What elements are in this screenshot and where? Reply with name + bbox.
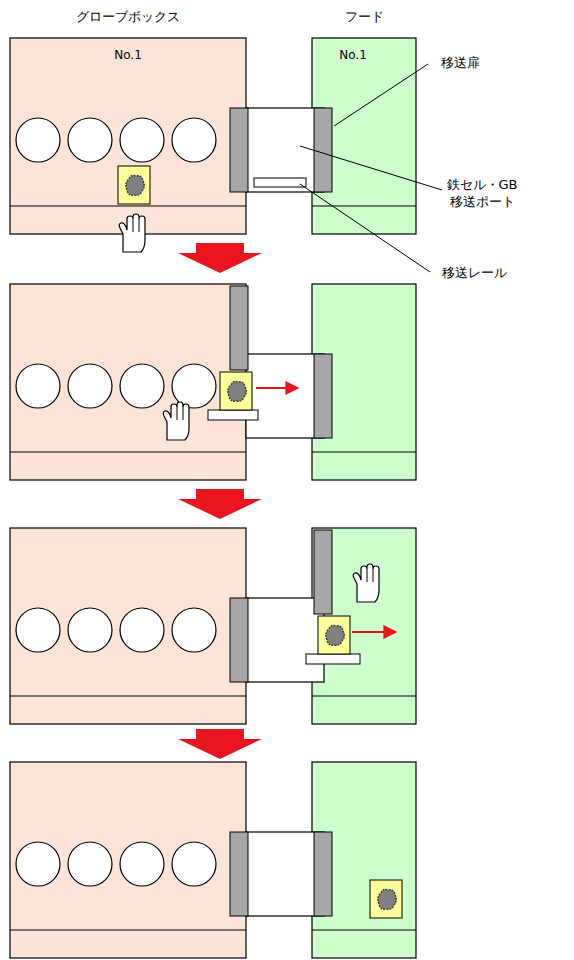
container [370,880,402,918]
leader-line [300,146,442,190]
transfer-rail [254,178,306,187]
stage-base [10,284,416,480]
area-heading: フード [312,9,416,25]
hood: フードNo.1 [312,38,416,234]
glovebox: グローブボックスNo.1 [10,38,246,234]
unit-number: No.1 [10,48,246,63]
stage-base [10,528,416,724]
container [318,616,350,654]
transfer-rail [208,410,258,420]
stage-4 [10,762,416,958]
part-label: 移送レール [432,264,516,281]
container [118,166,150,204]
part-label: 鉄セル・GB 移送ポート [440,176,524,210]
leader-line [334,64,428,126]
transfer-door [314,530,332,614]
leader-line [300,184,430,272]
stage-3 [10,528,416,724]
stage-base [10,38,416,234]
step-arrow [178,243,262,273]
unit-number: No.1 [290,48,416,63]
move-arrow [352,631,396,633]
stage-base [10,762,416,958]
step-arrow [178,729,262,759]
part-label: 移送扉 [430,54,490,71]
move-arrow [256,387,298,389]
glove-hand [163,402,189,440]
transfer-door [230,832,248,916]
transfer-door [230,108,248,192]
transfer-door [314,354,332,438]
stage-1 [10,38,416,252]
glove-hand [119,214,145,252]
transfer-door [314,108,332,192]
stage-2 [10,284,416,480]
transfer-rail [306,654,360,664]
step-arrow [178,489,262,519]
area-heading: グローブボックス [10,9,246,25]
glove-hand [353,564,379,602]
transfer-door [230,598,248,682]
container [220,372,252,410]
transfer-door [230,286,248,370]
transfer-door [314,832,332,916]
